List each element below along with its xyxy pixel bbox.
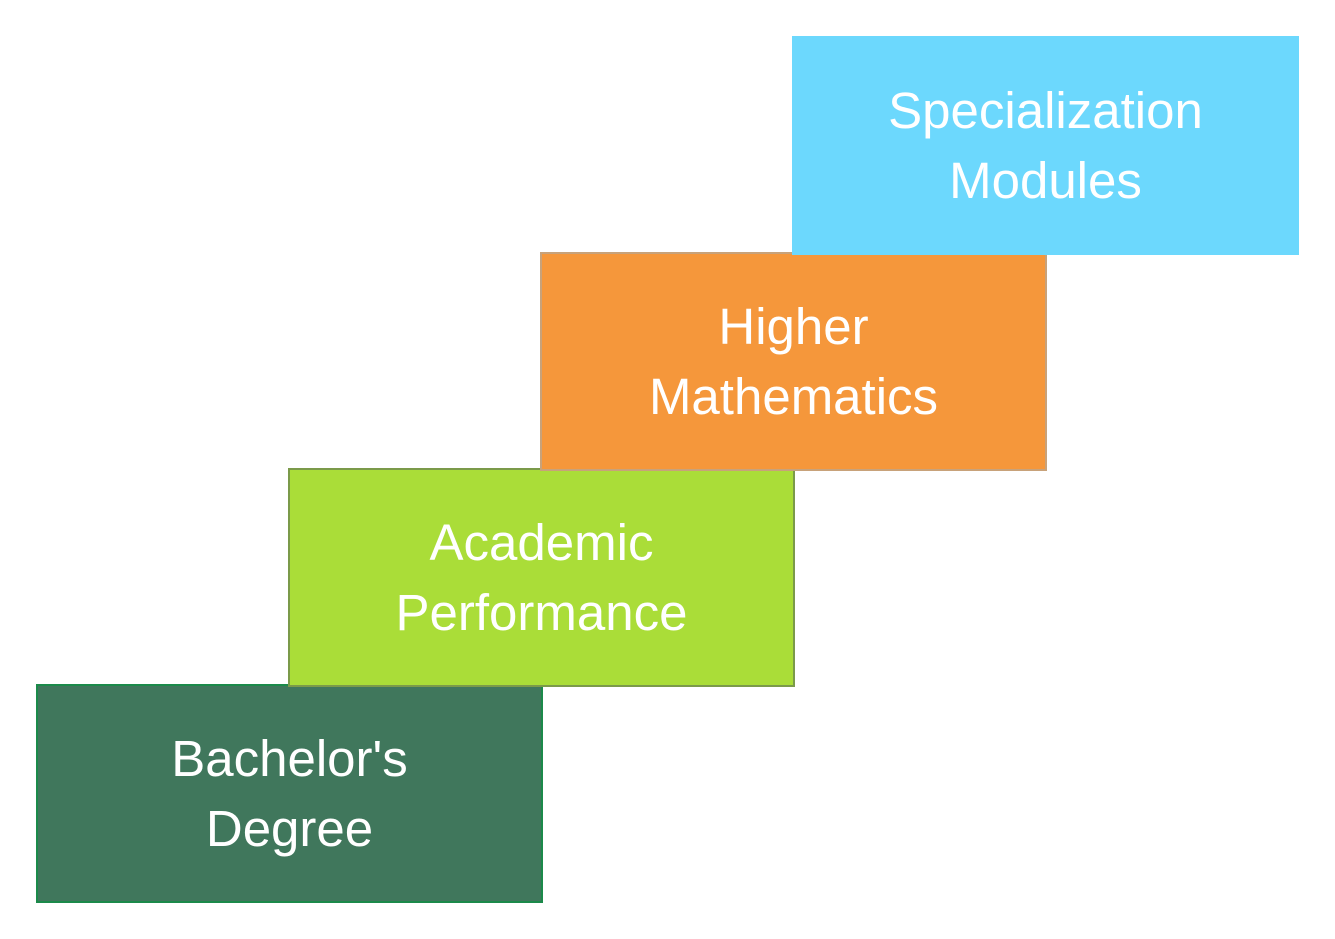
step-label-line-2: Modules bbox=[949, 151, 1142, 209]
step-label-line-1: Bachelor's bbox=[171, 729, 408, 787]
step-label-line-2: Mathematics bbox=[648, 367, 939, 425]
step-academic-performance: Academic Performance bbox=[288, 468, 795, 687]
step-higher-mathematics: Higher Mathematics bbox=[540, 252, 1047, 471]
step-label-line-1: Higher bbox=[718, 297, 869, 355]
step-label-line-2: Degree bbox=[205, 799, 374, 857]
step-bachelors-degree: Bachelor's Degree bbox=[36, 684, 543, 903]
step-label-line-1: Specialization bbox=[888, 81, 1203, 139]
step-specialization-modules: Specialization Modules bbox=[792, 36, 1299, 255]
step-label-line-1: Academic bbox=[429, 513, 654, 571]
step-label-line-2: Performance bbox=[395, 583, 688, 641]
